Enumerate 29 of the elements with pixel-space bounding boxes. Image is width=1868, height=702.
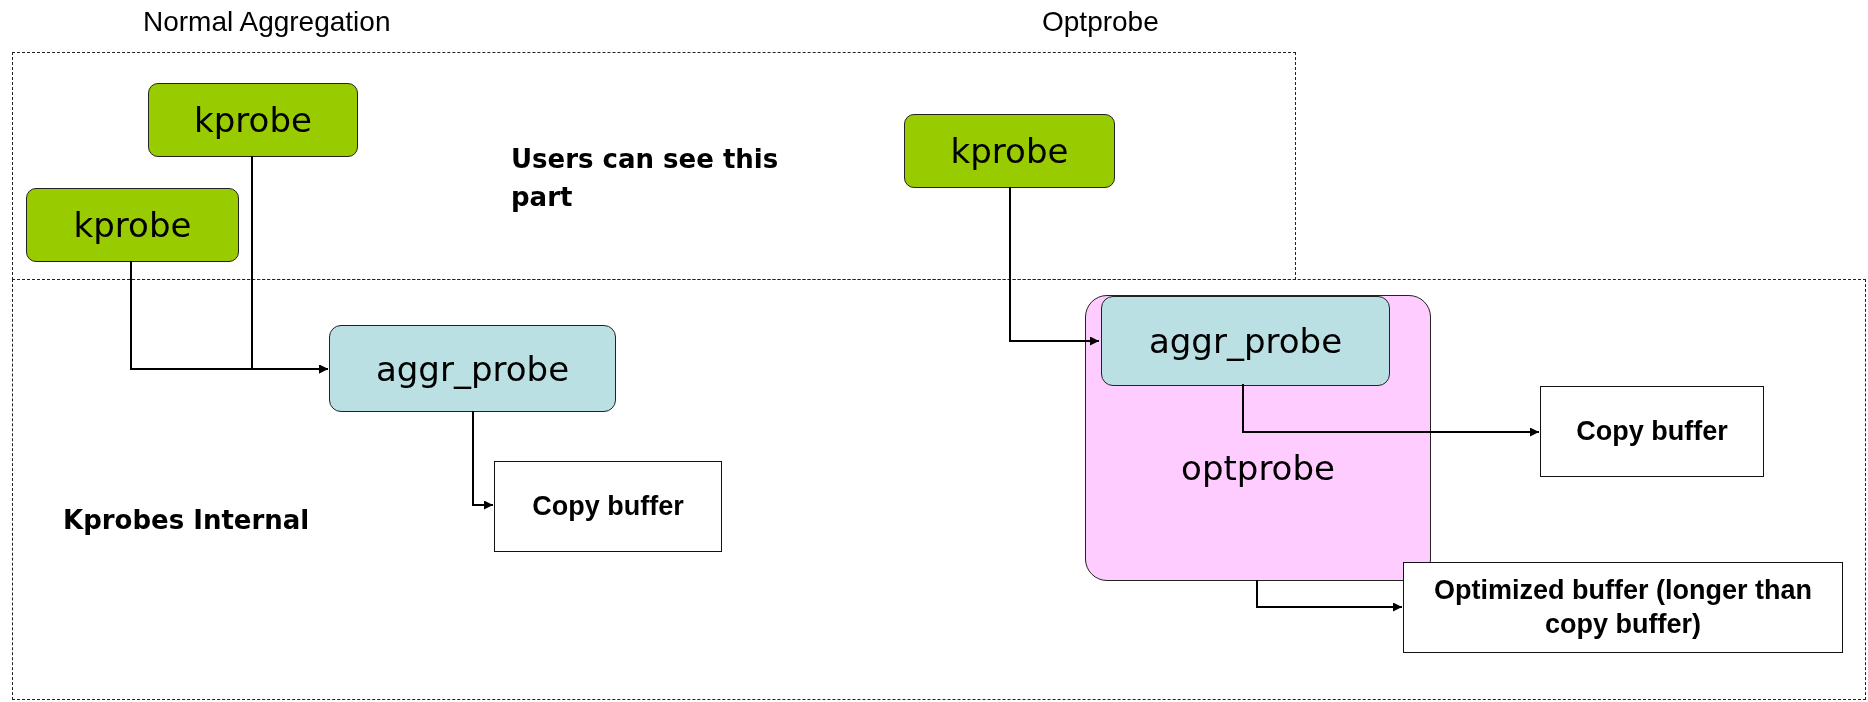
buffer-box bbox=[1540, 386, 1764, 477]
probe-box bbox=[1085, 295, 1431, 581]
arrow bbox=[472, 410, 494, 510]
buffer-box bbox=[494, 461, 722, 552]
probe-box bbox=[329, 325, 616, 412]
dashed-region bbox=[12, 52, 1296, 280]
node-label: optprobe bbox=[1181, 448, 1335, 488]
node-label: kprobe bbox=[950, 131, 1069, 171]
buffer-box bbox=[1403, 562, 1843, 653]
node-label: Optimized buffer (longer than copy buffer) bbox=[1433, 573, 1813, 641]
region-caption: Users can see this part bbox=[511, 143, 780, 214]
probe-box bbox=[148, 83, 358, 157]
section-heading: Optprobe bbox=[1042, 6, 1159, 38]
probe-box bbox=[26, 188, 239, 262]
node-label: Copy buffer bbox=[1576, 414, 1728, 448]
region-caption: Kprobes Internal bbox=[63, 504, 311, 537]
probe-box bbox=[1101, 296, 1390, 386]
section-heading: Normal Aggregation bbox=[143, 6, 391, 38]
node-label: kprobe bbox=[73, 205, 192, 245]
node-label: Copy buffer bbox=[532, 489, 684, 523]
arrow bbox=[1242, 383, 1540, 437]
node-label: aggr_probe bbox=[375, 348, 570, 389]
node-label: kprobe bbox=[194, 100, 312, 140]
probe-box bbox=[904, 114, 1115, 188]
arrow bbox=[1009, 186, 1100, 346]
arrow bbox=[251, 155, 329, 374]
node-label: aggr_probe bbox=[1148, 321, 1343, 361]
dashed-region bbox=[12, 279, 1866, 700]
arrow bbox=[1256, 579, 1403, 612]
